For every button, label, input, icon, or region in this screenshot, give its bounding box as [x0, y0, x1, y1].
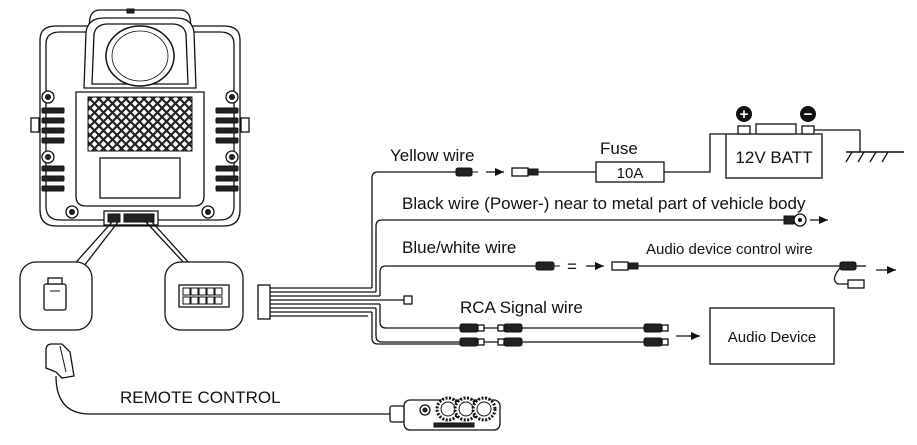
left-fins [30, 107, 65, 192]
svg-text:−: − [804, 106, 813, 123]
power-harness-socket-icon [164, 261, 244, 331]
audio-device-label: Audio Device [728, 329, 816, 346]
harness-connector [257, 284, 413, 320]
fuse-label: Fuse [600, 139, 638, 158]
blue-white-connector [535, 261, 896, 289]
blue-white-wire [379, 265, 536, 296]
ground-symbol-icon [845, 151, 904, 163]
battery-label: 12V BATT [735, 148, 812, 167]
yellow-wire-label: Yellow wire [390, 146, 474, 165]
blue-white-wire-label: Blue/white wire [402, 238, 516, 257]
negative-terminal-icon: − [800, 106, 816, 123]
rca-signal-wire-label: RCA Signal wire [460, 298, 583, 317]
yellow-wire-connector [455, 167, 596, 177]
subwoofer-enclosure-icon [30, 8, 250, 227]
black-wire [375, 219, 784, 292]
equals-sign: = [567, 257, 577, 276]
screw-icons [41, 90, 239, 219]
audio-control-wire-label: Audio device control wire [646, 241, 813, 258]
remote-control-icon [389, 396, 501, 431]
positive-terminal-icon: + [736, 106, 752, 123]
black-wire-label: Black wire (Power-) near to metal part o… [402, 194, 806, 213]
right-fins [215, 107, 250, 192]
rca-signal-wires [371, 304, 700, 347]
remote-plug-icon [45, 343, 75, 379]
yellow-wire [371, 171, 456, 288]
fuse-to-battery [664, 133, 726, 173]
battery-icon [725, 123, 861, 179]
audio-device-box [709, 307, 835, 365]
remote-control-label: REMOTE CONTROL [120, 388, 281, 407]
ring-terminal-icon [783, 213, 828, 227]
fuse-rating: 10A [617, 165, 644, 182]
remote-socket-icon [19, 261, 93, 331]
remote-cable [55, 375, 404, 415]
svg-text:+: + [740, 106, 749, 123]
